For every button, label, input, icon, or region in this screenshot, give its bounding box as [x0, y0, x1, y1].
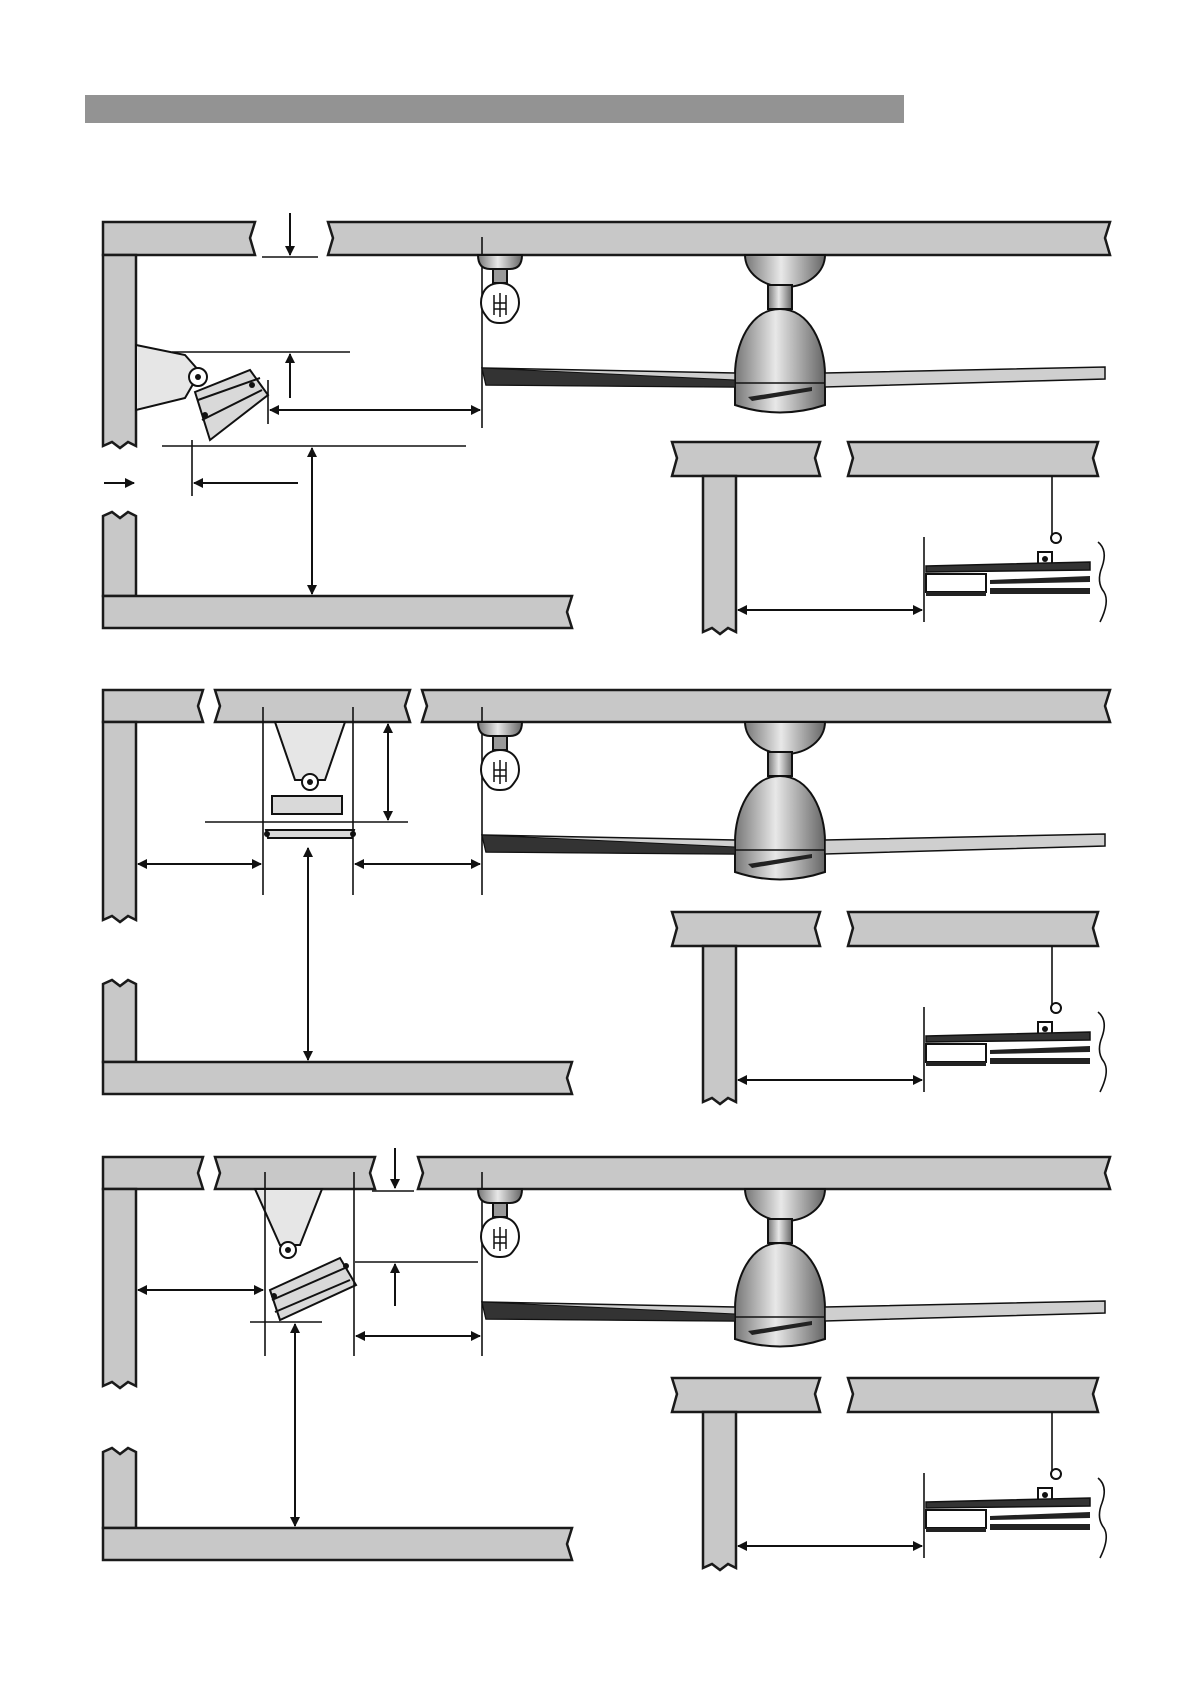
- ceiling-fan-icon: [482, 722, 1105, 880]
- wall-upper: [103, 255, 136, 448]
- ceiling-slab: [328, 222, 1110, 255]
- wall-upper: [103, 1189, 136, 1388]
- wall-upper: [103, 722, 136, 922]
- wall-lower: [103, 512, 136, 596]
- ceiling-slab-left: [103, 222, 255, 255]
- patio-heater-icon: [264, 722, 356, 838]
- panel-wall-mount-angled: [103, 213, 1110, 634]
- wall-lower: [103, 980, 136, 1062]
- floor-slab: [103, 596, 572, 628]
- patio-heater-icon: [136, 345, 268, 440]
- wall-lower: [103, 1448, 136, 1528]
- inset-fan-clearance: [672, 912, 1106, 1104]
- ceiling-fan-icon: [482, 1189, 1105, 1347]
- ceiling-slab: [422, 690, 1110, 722]
- ceiling-slab: [418, 1157, 1110, 1189]
- ceiling-slab-left: [103, 1157, 203, 1189]
- floor-slab: [103, 1528, 572, 1560]
- panel-ceiling-mount-angled: [103, 1148, 1110, 1570]
- inset-fan-clearance: [672, 442, 1106, 634]
- floor-slab: [103, 1062, 572, 1094]
- ceiling-slab-left: [103, 690, 203, 722]
- patio-heater-icon: [255, 1189, 356, 1320]
- ceiling-fan-icon: [482, 255, 1105, 413]
- ceiling-slab-mid: [215, 690, 410, 722]
- panel-ceiling-mount-horizontal: [103, 690, 1110, 1104]
- ceiling-slab-mid: [215, 1157, 375, 1189]
- inset-fan-clearance: [672, 1378, 1106, 1570]
